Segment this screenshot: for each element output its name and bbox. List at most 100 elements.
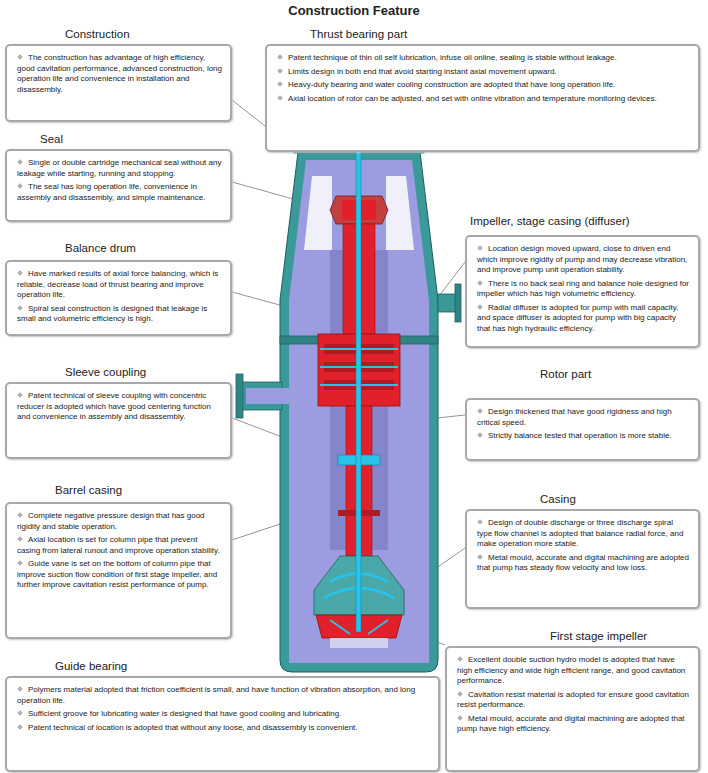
- bullet-text: Single or double cartridge mechanical se…: [17, 158, 221, 178]
- bullet-diamond: [457, 691, 463, 697]
- bullet-diamond: [477, 280, 483, 286]
- bullet-text: Design thickened that have good rigidnes…: [477, 407, 672, 427]
- bullet-item: Metal mould, accurate and digital machin…: [477, 553, 690, 574]
- bullet-diamond: [277, 82, 283, 88]
- bullet-item: Strictly balance tested that operation i…: [477, 431, 690, 442]
- bullet-diamond: [17, 687, 23, 693]
- bullet-text: Have marked results of axial force balan…: [17, 269, 218, 299]
- callout-frame: Polymers material adopted that friction …: [5, 676, 440, 772]
- bullet-item: Design of double discharge or three disc…: [477, 518, 690, 550]
- bullet-item: Limits design in both end that avoid sta…: [277, 67, 690, 78]
- bullet-diamond: [457, 657, 463, 663]
- bullet-text: Heavy-duty bearing and water cooling con…: [288, 80, 615, 89]
- bullet-text: Design of double discharge or three disc…: [477, 518, 683, 548]
- callout-heading: First stage impeller: [550, 629, 647, 643]
- bullet-item: Patent technique of thin oil self lubric…: [277, 53, 690, 64]
- pump-part: [304, 176, 332, 250]
- bullet-item: Single or double cartridge mechanical se…: [17, 158, 222, 179]
- bullet-diamond: [277, 95, 283, 101]
- callout-heading: Rotor part: [540, 367, 591, 381]
- bullet-item: Have marked results of axial force balan…: [17, 269, 222, 301]
- callout-frame: Excellent double suction hydro model is …: [445, 646, 700, 772]
- bullet-diamond: [17, 513, 23, 519]
- bullet-text: Cavitation resist material is adopted fo…: [457, 690, 689, 710]
- bullet-item: Sufficient groove for lubricating water …: [17, 709, 430, 720]
- callout-heading: Thrust bearing part: [310, 27, 407, 41]
- bullet-diamond: [17, 711, 23, 717]
- bullet-diamond: [17, 724, 23, 730]
- bullet-diamond: [17, 184, 23, 190]
- vertical-pump: [236, 130, 461, 672]
- bullet-diamond: [477, 246, 483, 252]
- diagram-title: Construction Feature: [0, 3, 708, 18]
- bullet-diamond: [277, 68, 283, 74]
- callout-frame: Location design moved upward, close to d…: [465, 235, 700, 348]
- callout-box: First stage impellerExcellent double suc…: [445, 626, 700, 772]
- bullet-text: Strictly balance tested that operation i…: [488, 431, 672, 440]
- pump-part: [356, 132, 361, 632]
- callout-box: SealSingle or double cartridge mechanica…: [5, 129, 232, 222]
- callout-box: Barrel casingComplete negative pressure …: [5, 480, 232, 639]
- bullet-item: Design thickened that have good rigidnes…: [477, 407, 690, 428]
- bullet-diamond: [477, 554, 483, 560]
- bullet-item: The construction has advantage of high e…: [17, 53, 222, 95]
- bullet-text: Spiral seal construction is designed tha…: [17, 304, 207, 324]
- bullet-diamond: [17, 55, 23, 61]
- bullet-item: Metal mould, accurate and digital machin…: [457, 714, 690, 735]
- bullet-text: Radial diffuser is adopted for pump with…: [477, 303, 678, 333]
- callout-heading: Impeller, stage casing (diffuser): [470, 214, 630, 228]
- pump-part: [246, 388, 290, 404]
- bullet-text: Sufficient groove for lubricating water …: [28, 709, 341, 718]
- bullet-text: Polymers material adopted that friction …: [17, 685, 415, 705]
- bullet-text: The seal has long operation life, conven…: [17, 182, 205, 202]
- callout-heading: Guide bearing: [55, 659, 127, 673]
- callout-heading: Balance drum: [65, 241, 136, 255]
- bullet-item: Heavy-duty bearing and water cooling con…: [277, 80, 690, 91]
- callout-box: Balance drumHave marked results of axial…: [5, 238, 232, 336]
- callout-frame: Single or double cartridge mechanical se…: [5, 149, 232, 222]
- bullet-text: Patent technical of location is adopted …: [28, 723, 358, 732]
- pump-part: [438, 294, 456, 312]
- bullet-item: Complete negative pressure design that h…: [17, 511, 222, 532]
- bullet-diamond: [457, 715, 463, 721]
- bullet-text: Axial location of rotor can be adjusted,…: [288, 94, 657, 103]
- bullet-diamond: [477, 304, 483, 310]
- bullet-item: Polymers material adopted that friction …: [17, 685, 430, 706]
- bullet-item: The seal has long operation life, conven…: [17, 182, 222, 203]
- bullet-item: There is no back seal ring and balance h…: [477, 279, 690, 300]
- bullet-text: Guide vane is set on the bottom of colum…: [17, 559, 217, 589]
- callout-frame: The construction has advantage of high e…: [5, 44, 232, 122]
- bullet-text: Patent technique of thin oil self lubric…: [288, 53, 617, 62]
- callout-heading: Barrel casing: [55, 483, 122, 497]
- bullet-text: Complete negative pressure design that h…: [17, 511, 205, 531]
- callout-box: Rotor partDesign thickened that have goo…: [465, 364, 700, 461]
- bullet-diamond: [17, 561, 23, 567]
- callout-frame: Patent technical of sleeve coupling with…: [5, 382, 232, 459]
- callout-frame: Complete negative pressure design that h…: [5, 502, 232, 639]
- bullet-item: Patent technical of location is adopted …: [17, 723, 430, 734]
- callout-heading: Construction: [65, 27, 130, 41]
- bullet-item: Spiral seal construction is designed tha…: [17, 304, 222, 325]
- bullet-diamond: [477, 409, 483, 415]
- callout-frame: Have marked results of axial force balan…: [5, 260, 232, 336]
- bullet-text: Metal mould, accurate and digital machin…: [477, 553, 689, 573]
- callout-heading: Casing: [540, 492, 576, 506]
- bullet-diamond: [17, 160, 23, 166]
- leader-lines: [232, 100, 465, 672]
- bullet-item: Guide vane is set on the bottom of colum…: [17, 559, 222, 591]
- pump-part: [386, 176, 414, 250]
- bullet-text: Metal mould, accurate and digital machin…: [457, 714, 685, 734]
- callout-heading: Seal: [40, 132, 63, 146]
- bullet-text: Location design moved upward, close to d…: [477, 244, 687, 274]
- bullet-item: Axial location of rotor can be adjusted,…: [277, 94, 690, 105]
- pump-part: [236, 374, 243, 418]
- callout-box: Impeller, stage casing (diffuser) Locatio…: [465, 211, 700, 348]
- bullet-item: Excellent double suction hydro model is …: [457, 655, 690, 687]
- bullet-item: Patent technical of sleeve coupling with…: [17, 391, 222, 423]
- bullet-text: Patent technical of sleeve coupling with…: [17, 391, 211, 421]
- bullet-diamond: [17, 271, 23, 277]
- bullet-text: Axial location is set for column pipe th…: [17, 535, 220, 555]
- callout-box: Sleeve couplingPatent technical of sleev…: [5, 362, 232, 459]
- callout-box: Thrust bearing partPatent technique of t…: [265, 24, 700, 152]
- pump-part: [330, 638, 388, 648]
